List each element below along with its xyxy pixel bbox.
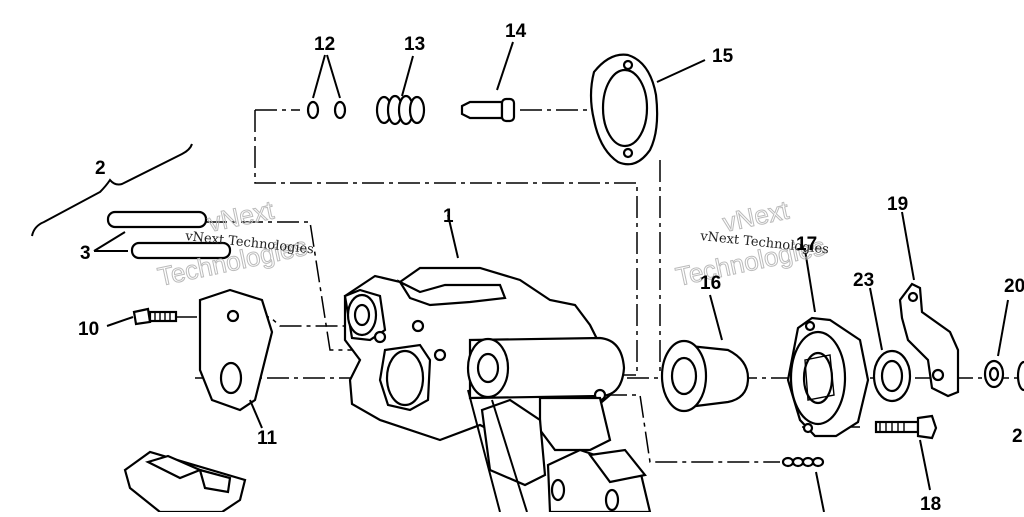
washer-part-23 — [869, 287, 912, 403]
spring-part-13 — [375, 55, 426, 126]
callout-16: 16 — [700, 273, 721, 294]
bolt-part-18 — [874, 414, 938, 491]
callout-1: 1 — [443, 206, 454, 227]
cover-plate-part-11 — [198, 288, 274, 429]
washer-part-20 — [983, 299, 1024, 392]
callout-23: 23 — [853, 270, 874, 291]
plunger-part-14 — [460, 41, 516, 123]
callout-17: 17 — [796, 234, 817, 255]
callout-2: 2 — [95, 158, 106, 179]
callout-3: 3 — [80, 243, 91, 264]
callout-18: 18 — [920, 494, 941, 512]
hardware-chain — [781, 456, 825, 513]
callout-12: 12 — [314, 34, 335, 55]
callout-13: 13 — [404, 34, 425, 55]
seal-housing-part-16 — [660, 294, 750, 413]
bolt-part-10 — [106, 307, 178, 327]
callout-labels: 12 13 14 15 2 1 3 10 11 16 17 23 19 20 1… — [78, 21, 1024, 515]
pins-part-3 — [31, 143, 232, 260]
callout-19: 19 — [887, 194, 908, 215]
o-ring-part-12 — [306, 54, 347, 120]
flange-bearing-part-17 — [786, 249, 870, 438]
lower-bracket-left — [123, 450, 247, 514]
lower-bracket-right — [546, 448, 652, 514]
callout-11: 11 — [257, 428, 278, 449]
callout-14: 14 — [505, 21, 527, 42]
callout-2-right: 2 — [1012, 426, 1023, 447]
callout-10: 10 — [78, 319, 99, 340]
main-housing-part-1 — [343, 214, 626, 513]
callout-15: 15 — [712, 46, 734, 67]
lever-bracket-part-19 — [898, 211, 960, 398]
gasket-part-15 — [589, 53, 706, 166]
callout-20: 20 — [1004, 276, 1024, 297]
